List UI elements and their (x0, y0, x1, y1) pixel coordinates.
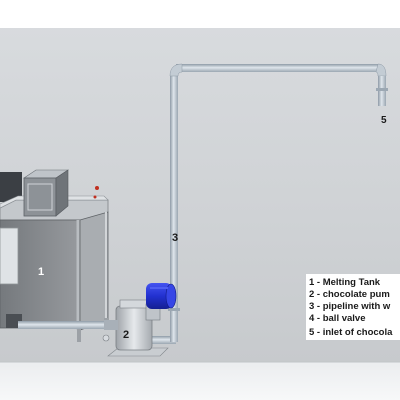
pump-inlet (104, 320, 118, 330)
pump-head (119, 299, 151, 309)
legend-item: 2 - chocolate pum (309, 289, 390, 300)
melting-tank (0, 169, 109, 342)
pipe-flange (376, 88, 388, 91)
indicator-light (95, 186, 99, 190)
pipe-segment (18, 321, 122, 329)
tank-door (0, 227, 19, 285)
pump-motor (146, 283, 172, 309)
pipe-elbow (169, 63, 183, 77)
callout-5: 5 (381, 115, 387, 126)
tank-side (79, 211, 109, 331)
pump-motor-cap (165, 283, 177, 309)
control-box-side (55, 169, 69, 217)
legend-item: 1 - Melting Tank (309, 277, 381, 288)
back-panel (0, 172, 22, 202)
floor (0, 362, 400, 400)
indicator-light (93, 195, 97, 199)
pipe-segment (170, 76, 178, 342)
chocolate-pump (102, 283, 177, 357)
tank-leg (77, 328, 81, 342)
pipe-flange (168, 308, 180, 311)
pipe-segment (150, 336, 176, 344)
legend-item: 4 - ball valve (309, 313, 366, 324)
pipeline (18, 63, 388, 344)
callout-3: 3 (172, 232, 178, 244)
legend: 1 - Melting Tank 2 - chocolate pum 3 - p… (306, 274, 400, 340)
pump-motor-fins (150, 287, 168, 289)
callout-1: 1 (38, 266, 44, 278)
legend-item: 3 - pipeline with w (309, 301, 391, 312)
pipe-segment (176, 64, 380, 72)
callout-2: 2 (123, 329, 129, 341)
top-white-band (0, 0, 400, 28)
control-panel (27, 183, 53, 211)
legend-item: 5 - inlet of chocola (309, 327, 393, 338)
ball-valve-handle (102, 334, 110, 342)
